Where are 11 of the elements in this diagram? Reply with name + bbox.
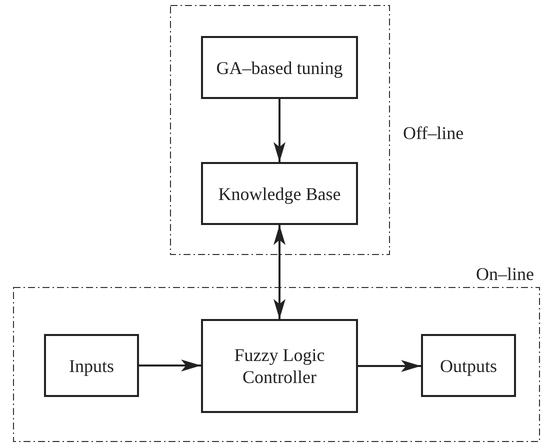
process-box: Outputs xyxy=(421,334,516,397)
group-label: On–line xyxy=(476,263,534,286)
arrow xyxy=(139,360,201,372)
arrow xyxy=(274,225,286,319)
process-box: GA–based tuning xyxy=(201,36,358,99)
process-box: Knowledge Base xyxy=(201,162,358,225)
group-label: Off–line xyxy=(403,122,464,145)
arrow xyxy=(358,360,421,372)
process-box: Fuzzy Logic Controller xyxy=(201,319,358,413)
process-box: Inputs xyxy=(44,334,139,397)
arrow xyxy=(274,99,286,162)
